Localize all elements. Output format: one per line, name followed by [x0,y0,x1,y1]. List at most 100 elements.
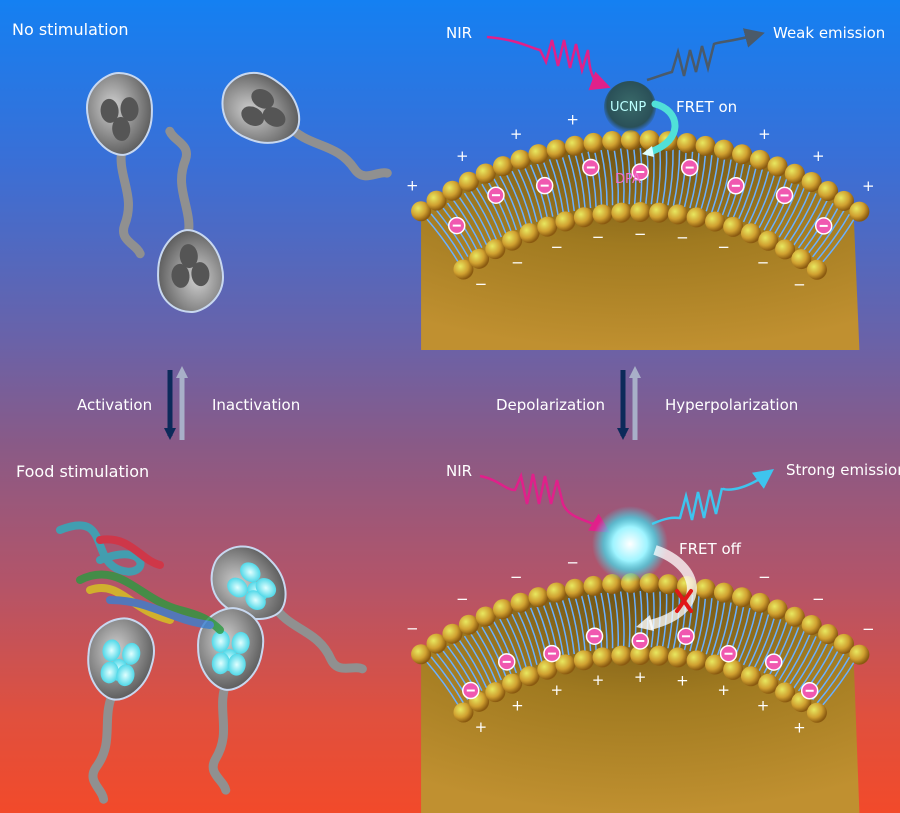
lipid-tail [758,619,782,672]
lipid-head [806,702,827,723]
lipid-head [592,647,613,668]
lipid-head [555,211,576,232]
plus-charge: + [406,177,419,195]
lipid-head [537,216,558,237]
lipid-head [453,259,474,280]
lipid-head [555,654,576,675]
lipid-head [749,592,770,613]
fret-off-arrowhead [636,615,654,631]
nucleus [262,107,286,127]
lipid-tail [783,190,811,241]
lipid-tail [606,592,614,649]
lipid-head [784,606,805,627]
inactivation-label: Inactivation [212,396,301,414]
lipid-tail [587,594,597,651]
neuron-axon [268,599,367,674]
lipid-tail [574,153,586,209]
lipid-head [565,578,586,599]
minus-sign [769,661,778,664]
nucleus-glow [116,664,135,687]
minus-sign [586,166,595,169]
plus-charge: + [812,147,825,165]
minus-charge: − [406,620,419,638]
lipid-tail [758,176,782,229]
lipid-head [411,644,432,665]
strong-emission-label: Strong emission [786,461,900,479]
neuron-body [221,71,301,144]
nucleus [179,244,198,269]
minus-sign [724,652,733,655]
lipid-tail [773,184,800,236]
lipid-tail [705,599,720,655]
lipid-tail [821,660,856,707]
lipid-head [573,650,594,671]
lipid-tail [600,149,608,206]
depolarization-label: Depolarization [496,396,605,414]
lipid-tail [737,609,757,664]
minus-sign [540,184,549,187]
lipid-tail [683,151,694,208]
plus-charge: + [511,696,524,714]
minus-charge: − [757,254,770,272]
minus-sign [731,184,740,187]
lipid-tail [523,609,543,664]
lipid-tail [425,217,460,264]
lipid-tail [705,156,720,212]
lipid-tail [561,599,575,655]
lipid-tail [475,629,502,681]
lipid-head [502,230,523,251]
lipid-head [723,216,744,237]
lipid-tail [469,189,498,240]
plus-charge: + [634,668,647,686]
nir-label-top: NIR [446,24,473,42]
minus-sign [681,635,690,638]
lipid-head [775,239,796,260]
lipid-tail [689,152,700,209]
lipid-head [849,644,870,665]
equilibrium-arrows-left [164,366,188,440]
lipid-head [667,204,688,225]
neuron-body [87,617,155,701]
lipid-tail [452,199,483,249]
lipid-tail [748,614,770,668]
ucnp-glowing [592,506,668,582]
plus-charge: + [475,718,488,736]
membrane-core [421,583,860,813]
minus-sign [636,171,645,174]
fret-on-arrowhead [642,146,654,157]
lipid-tail [499,175,523,228]
lipid-tail [797,199,829,249]
neuron-axon [88,685,120,804]
nucleus [112,116,131,141]
lipid-head [475,606,496,627]
lipid-head [458,614,479,635]
lipid-tail [574,596,586,652]
lipid-tail [487,180,512,233]
lipid-tail [748,171,770,225]
lipid-head [658,574,679,595]
lipid-head [492,599,513,620]
lipid-head [667,647,688,668]
nucleus-glow [211,630,230,653]
activated-neuron [87,617,155,804]
lipid-head [630,202,651,223]
lipid-head [442,623,463,644]
lipid-head [573,207,594,228]
odor-plume [56,521,224,634]
minus-charge: − [758,568,771,586]
lipid-head [713,582,734,603]
lipid-tail [430,656,464,704]
fret-off-label: FRET off [679,540,741,558]
lipid-head [677,132,698,153]
lipid-head [458,171,479,192]
lipid-head [767,599,788,620]
lipid-tail [742,612,764,666]
food-stimulation-title: Food stimulation [16,462,150,481]
plus-charge: + [676,671,689,689]
lipid-tail [619,148,625,205]
lipid-tail [593,593,603,650]
lipid-tail [710,600,726,656]
lipid-head [758,673,779,694]
membrane-hyperpolarized: −−−−−−−+++++++++ [406,554,875,813]
lipid-head [546,582,567,603]
